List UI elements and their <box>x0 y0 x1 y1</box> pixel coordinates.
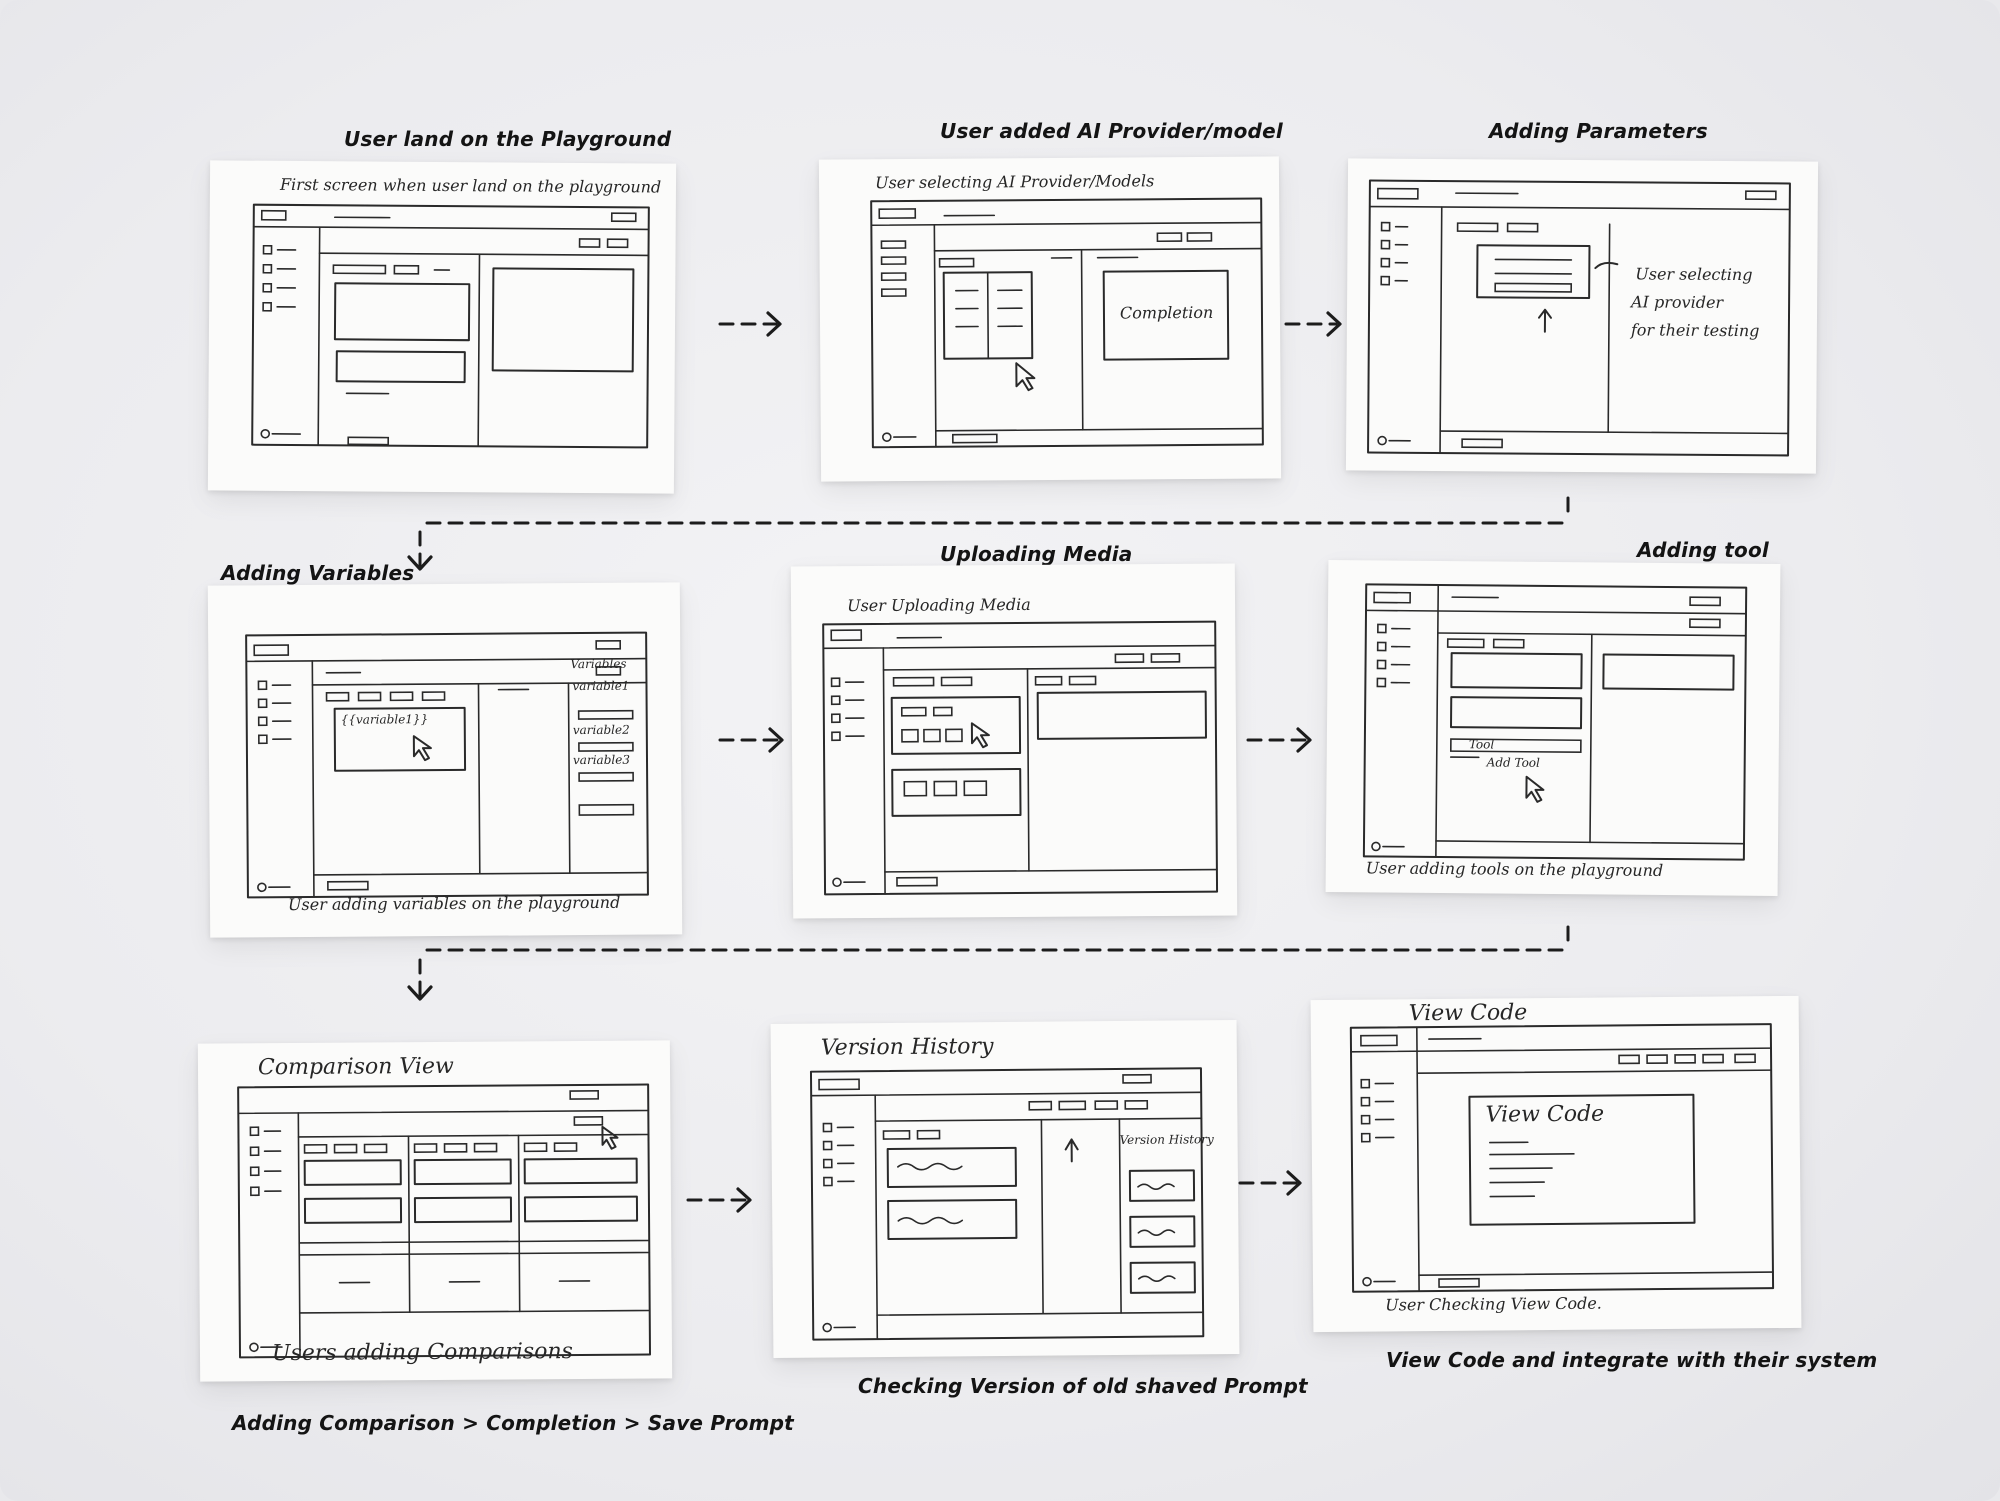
step-caption-3: Adding Parameters <box>1489 119 1708 143</box>
arrow-4-to-5 <box>718 727 784 753</box>
step-caption-9: View Code and integrate with their syste… <box>1386 1348 1878 1372</box>
wireframe-sketch <box>237 1083 652 1359</box>
version-history-panel-title: Version History <box>1119 1132 1214 1147</box>
arrow-7-to-8 <box>686 1187 752 1213</box>
sketch-card-5: User Uploading Media <box>790 563 1238 919</box>
handwritten-note: AI provider <box>1631 292 1724 312</box>
handwritten-note: User selecting AI Provider/Models <box>874 171 1155 193</box>
sketch-title: View Code <box>1408 1000 1528 1027</box>
wireframe-sketch <box>1367 179 1791 457</box>
wireframe-sketch <box>251 203 650 449</box>
wireframe-sketch <box>822 620 1219 896</box>
sketch-card-9: View Code View Code User Checking View C… <box>1310 995 1802 1333</box>
step-caption-1: User land on the Playground <box>344 127 672 151</box>
arrow-2-to-3 <box>1284 311 1342 337</box>
handwritten-note: User adding variables on the playground <box>287 892 621 915</box>
wireframe-sketch <box>870 197 1264 449</box>
arrow-6-to-7 <box>407 925 1570 1001</box>
step-caption-8: Checking Version of old shaved Prompt <box>858 1374 1308 1398</box>
step-caption-6: Adding tool <box>1637 538 1769 562</box>
variable-item: variable1 <box>572 678 630 694</box>
sketch-card-4: {{variable1}} Variables variable1 variab… <box>207 582 683 938</box>
arrow-8-to-9 <box>1238 1170 1302 1196</box>
step-caption-2: User added AI Provider/model <box>940 119 1283 143</box>
handwritten-note: User adding tools on the playground <box>1365 858 1664 880</box>
arrow-1-to-2 <box>718 311 782 337</box>
handwritten-note: Users adding Comparisons <box>271 1339 573 1367</box>
sketch-panel-label: View Code <box>1485 1101 1605 1128</box>
handwritten-note: User Uploading Media <box>846 594 1031 616</box>
variable-item: variable3 <box>572 752 630 768</box>
variable-item: variable2 <box>572 722 630 738</box>
step-caption-4: Adding Variables <box>221 561 415 585</box>
sketch-card-1: First screen when user land on the playg… <box>207 160 677 494</box>
wireframe-sketch <box>245 631 649 899</box>
sketch-title: Comparison View <box>257 1053 454 1081</box>
sketch-title: Version History <box>820 1034 994 1061</box>
tool-field-label: Tool <box>1468 737 1495 752</box>
sketch-card-7: Comparison View Users adding Comparisons <box>197 1040 673 1382</box>
handwritten-note: User selecting <box>1635 264 1753 285</box>
wireframe-sketch <box>1349 1023 1775 1293</box>
add-tool-label: Add Tool <box>1486 755 1540 770</box>
step-caption-7: Adding Comparison > Completion > Save Pr… <box>232 1411 794 1435</box>
sketch-card-8: Version History Version History <box>770 1019 1240 1359</box>
handwritten-note: for their testing <box>1630 320 1760 341</box>
sketch-card-2: User selecting AI Provider/Models Comple… <box>818 156 1282 482</box>
handwritten-note: First screen when user land on the playg… <box>279 174 662 197</box>
wireframe-sketch <box>1362 583 1748 861</box>
sketch-panel-label: {{variable1}} <box>340 712 429 727</box>
sketch-card-6: Tool Add Tool User adding tools on the p… <box>1325 560 1781 896</box>
variables-panel-title: Variables <box>570 656 627 672</box>
handwritten-note: User Checking View Code. <box>1385 1293 1602 1315</box>
wireframe-sketch <box>809 1067 1205 1341</box>
sketch-panel-label: Completion <box>1119 302 1214 323</box>
step-caption-5: Uploading Media <box>940 542 1133 566</box>
sketch-card-3: User selecting AI provider for their tes… <box>1345 158 1819 474</box>
arrow-5-to-6 <box>1246 727 1312 753</box>
